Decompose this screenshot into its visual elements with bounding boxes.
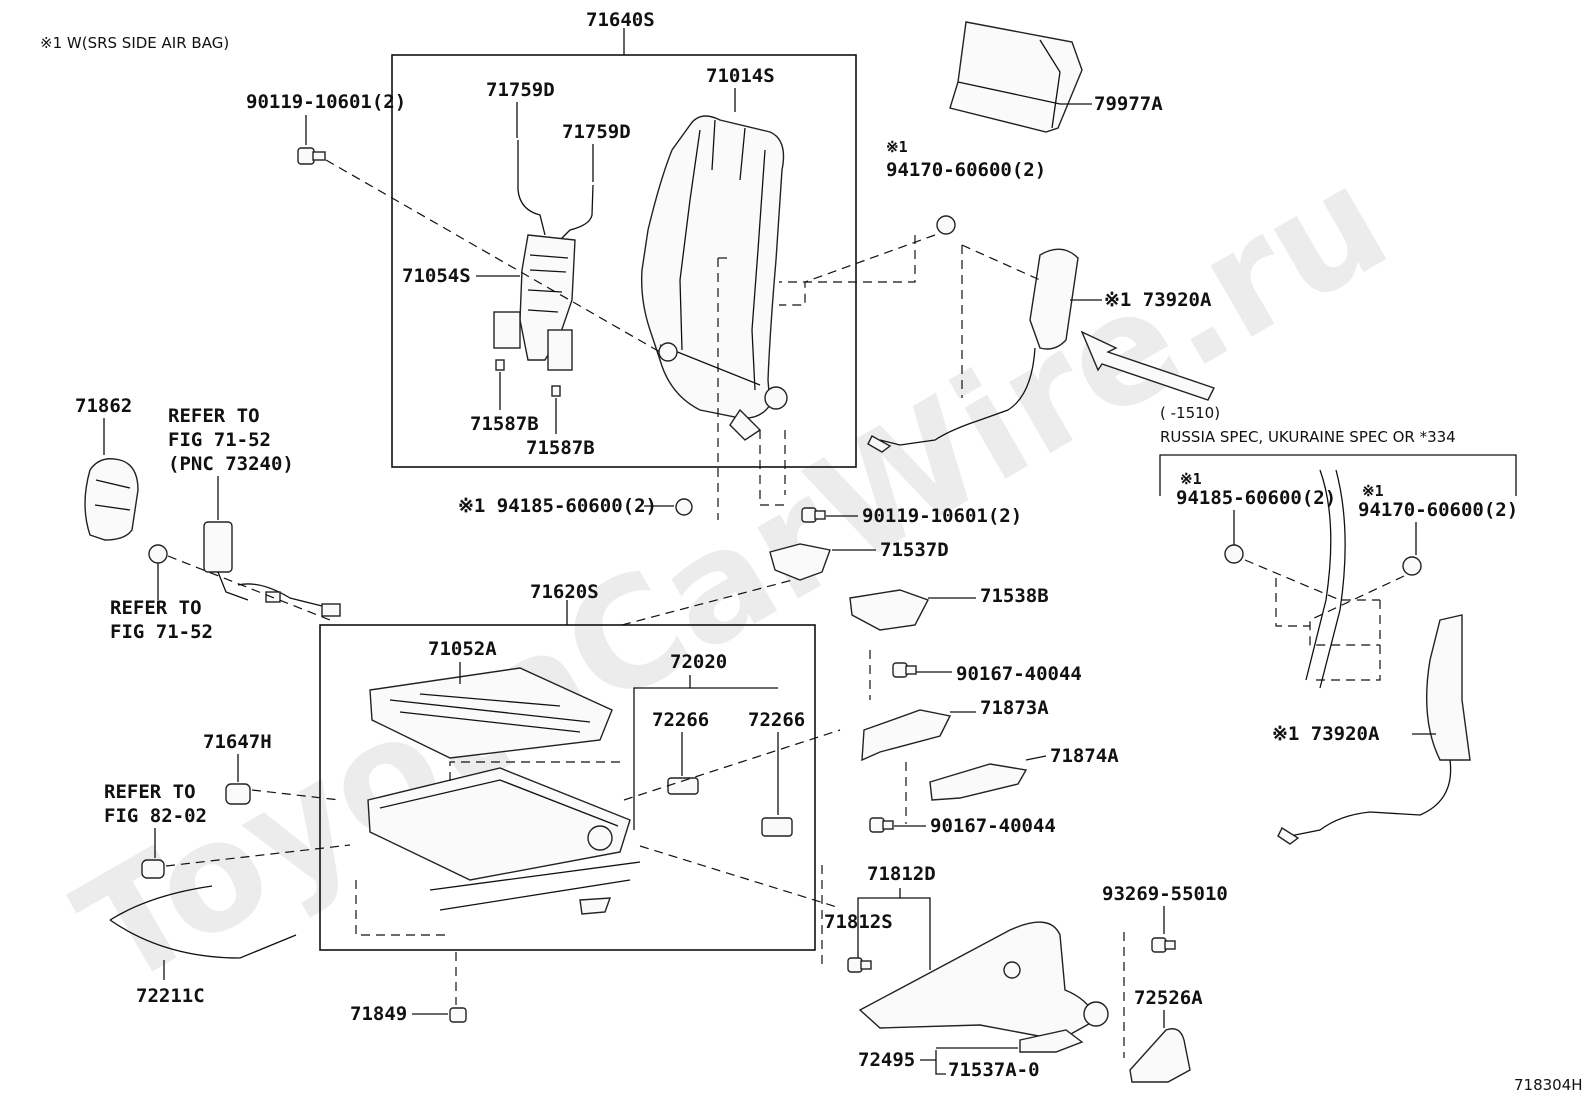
- label-94185-mid: ※1 94185-60600(2): [458, 495, 657, 517]
- inset-frame-edge: [1305, 469, 1332, 681]
- label-71759D-b: 71759D: [562, 121, 631, 143]
- inset-russia-spec: ( -1510) RUSSIA SPEC, UKURAINE SPEC OR *…: [1159, 404, 1518, 845]
- nut-94185-mid: [675, 498, 693, 516]
- label-71014S: 71014S: [706, 65, 775, 87]
- label-71537D: 71537D: [880, 539, 949, 561]
- cover-72526A: [1129, 1028, 1191, 1083]
- cushion-frame: [367, 767, 641, 915]
- label-90167-a: 90167-40044: [956, 663, 1082, 685]
- label-93269: 93269-55010: [1102, 883, 1228, 905]
- inset-clip-94170: [1402, 556, 1422, 576]
- inset-range: ( -1510): [1160, 404, 1220, 422]
- label-71620S: 71620S: [530, 581, 599, 603]
- label-refer-fig-82-02-a: REFER TO: [104, 781, 196, 803]
- bolt-93269: [1151, 937, 1176, 953]
- inset-94185-mark: ※1: [1180, 470, 1202, 488]
- label-71640S: 71640S: [586, 9, 655, 31]
- label-71054S: 71054S: [402, 265, 471, 287]
- label-71812D: 71812D: [867, 863, 936, 885]
- cap-fig-82-02: [141, 859, 165, 879]
- label-refer-fig-71-52-a: REFER TO: [168, 405, 260, 427]
- bolt-90167-b: [869, 817, 894, 833]
- cushion-spring-71052A: [369, 667, 613, 759]
- label-71052A: 71052A: [428, 638, 497, 660]
- clip-72266-b: [761, 817, 793, 837]
- label-71538B: 71538B: [980, 585, 1049, 607]
- cover-71862: [84, 458, 139, 541]
- bolt-71812S: [847, 957, 872, 973]
- label-71874A: 71874A: [1050, 745, 1119, 767]
- inset-spec: RUSSIA SPEC, UKURAINE SPEC OR *334: [1160, 428, 1456, 446]
- label-71537A: 71537A-0: [948, 1059, 1040, 1081]
- label-73920A-top: ※1 73920A: [1104, 289, 1212, 311]
- seat-belt-buckle: [203, 521, 341, 617]
- bracket-71537D: [769, 543, 831, 581]
- label-71849: 71849: [350, 1003, 407, 1025]
- label-90119-top: 90119-10601(2): [246, 91, 406, 113]
- bolt-90167-a: [892, 662, 917, 678]
- label-pnc-73240: (PNC 73240): [168, 453, 294, 475]
- label-71587B-a: 71587B: [470, 413, 539, 435]
- bracket-71873A: [861, 709, 952, 762]
- knob-71537A: [1019, 1029, 1084, 1053]
- label-72266-a: 72266: [652, 709, 709, 731]
- direction-arrow: [1080, 330, 1215, 401]
- label-refer-fig-71-52-c: REFER TO: [110, 597, 202, 619]
- cap-71647H: [225, 783, 251, 805]
- label-72526A: 72526A: [1134, 987, 1203, 1009]
- label-71587B-b: 71587B: [526, 437, 595, 459]
- inset-airbag-73920A: [1425, 614, 1471, 761]
- label-94170-top: 94170-60600(2): [886, 159, 1046, 181]
- back-spring-71054S: [493, 140, 594, 397]
- wire-72211C: [109, 885, 297, 959]
- label-72020: 72020: [670, 651, 727, 673]
- label-72495: 72495: [858, 1049, 915, 1071]
- back-frame-box: [391, 54, 857, 468]
- back-frame-71014S: [640, 115, 788, 441]
- label-79977A: 79977A: [1094, 93, 1163, 115]
- bracket-71538B: [849, 589, 929, 631]
- label-71647H: 71647H: [203, 731, 272, 753]
- label-94170-top-mark: ※1: [886, 138, 908, 156]
- bolt-90119-mid: [801, 507, 826, 523]
- label-refer-fig-71-52-b: FIG 71-52: [168, 429, 271, 451]
- airbag-73920A-top: [867, 248, 1079, 453]
- pad-79977A: [949, 21, 1083, 133]
- clip-94170-top: [936, 215, 956, 235]
- label-71759D-a: 71759D: [486, 79, 555, 101]
- label-refer-fig-82-02-b: FIG 82-02: [104, 805, 207, 827]
- label-71873A: 71873A: [980, 697, 1049, 719]
- label-90167-b: 90167-40044: [930, 815, 1056, 837]
- clip-71849: [449, 1007, 467, 1023]
- label-90119-mid: 90119-10601(2): [862, 505, 1022, 527]
- label-refer-fig-71-52-d: FIG 71-52: [110, 621, 213, 643]
- bracket-71874A: [929, 763, 1028, 801]
- inset-clip-94185: [1224, 544, 1244, 564]
- label-71812S: 71812S: [824, 911, 893, 933]
- inset-label-94185: 94185-60600(2): [1176, 487, 1336, 509]
- label-71862: 71862: [75, 395, 132, 417]
- diagram-id: 718304H: [1514, 1076, 1583, 1094]
- label-72211C: 72211C: [136, 985, 205, 1007]
- side-cover-72495: [858, 921, 1109, 1041]
- label-72266-b: 72266: [748, 709, 805, 731]
- note-srs-side-airbag: ※1 W(SRS SIDE AIR BAG): [40, 34, 229, 52]
- bolt-90119-top: [297, 147, 326, 165]
- bolt-belt: [148, 544, 168, 564]
- inset-94170-mark: ※1: [1362, 482, 1384, 500]
- inset-label-94170: 94170-60600(2): [1358, 499, 1518, 521]
- inset-label-73920A: ※1 73920A: [1272, 723, 1380, 745]
